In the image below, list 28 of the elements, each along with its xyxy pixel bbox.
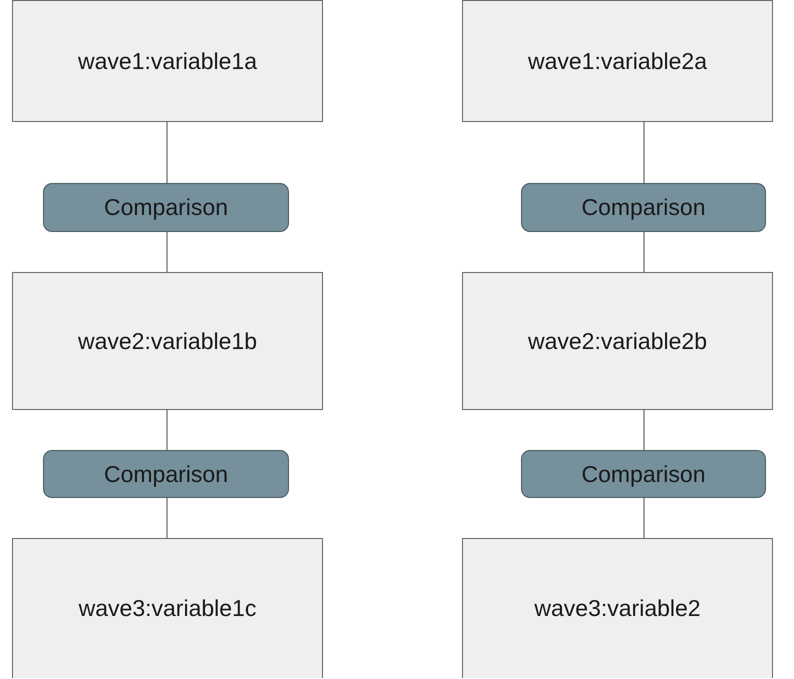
node-text: wave3:variable2 — [534, 595, 701, 622]
variable-box — [12, 0, 323, 122]
variable-box — [462, 272, 773, 410]
node-text: Comparison — [582, 460, 706, 488]
node-text: Comparison — [104, 460, 228, 488]
node-text: wave3:variable1c — [78, 595, 256, 622]
connector-line — [643, 232, 645, 272]
comparison-label-box — [521, 183, 766, 232]
node-text: wave2:variable1b — [78, 328, 257, 354]
connector-line — [166, 122, 168, 183]
node-text: Comparison — [582, 194, 706, 221]
node-text: wave1:variable2a — [528, 48, 707, 74]
variable-box — [462, 538, 773, 678]
variable-box — [12, 538, 323, 678]
variable-box — [462, 0, 773, 122]
connector-line — [166, 410, 168, 450]
connector-line — [643, 410, 645, 450]
node-text: Comparison — [104, 194, 228, 221]
comparison-label-box — [43, 183, 289, 232]
connector-line — [166, 232, 168, 272]
node-text: wave2:variable2b — [528, 328, 707, 354]
connector-line — [166, 498, 168, 538]
connector-line — [643, 122, 645, 183]
comparison-label-box — [521, 450, 766, 498]
node-text: wave1:variable1a — [78, 48, 257, 74]
connector-line — [643, 498, 645, 538]
variable-box — [12, 272, 323, 410]
comparison-label-box — [43, 450, 289, 498]
